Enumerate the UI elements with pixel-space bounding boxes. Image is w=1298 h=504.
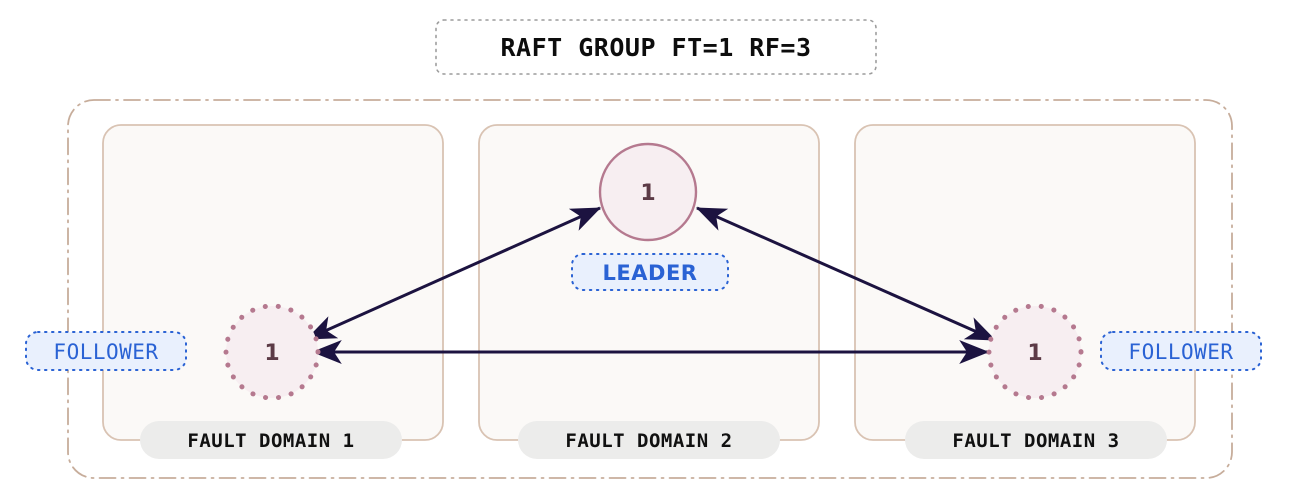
fault-domain-label-2: FAULT DOMAIN 2 xyxy=(518,421,780,459)
node-follower-1[interactable]: 1 xyxy=(223,303,321,401)
fault-domain-label-3-pill xyxy=(905,421,1167,459)
edge-leader-follower3 xyxy=(695,206,997,342)
role-badge-leader-box xyxy=(571,253,729,291)
diagram-title-box xyxy=(435,19,877,75)
node-follower-1-circle[interactable] xyxy=(223,303,321,401)
node-leader-circle[interactable] xyxy=(598,142,698,242)
node-follower-1-value: 1 xyxy=(264,341,279,366)
diagram-title: RAFT GROUP FT=1 RF=3 xyxy=(500,33,811,62)
fault-domain-label-1: FAULT DOMAIN 1 xyxy=(140,421,402,459)
role-badge-follower-left-box xyxy=(25,331,187,371)
raft-group-boundary xyxy=(67,99,1233,479)
fault-domain-label-3-text: FAULT DOMAIN 3 xyxy=(952,430,1119,452)
role-badge-follower-left: FOLLOWER xyxy=(25,331,187,371)
role-badge-follower-right-label: FOLLOWER xyxy=(1128,340,1233,364)
raft-connections xyxy=(305,206,997,364)
role-badge-leader: LEADER xyxy=(571,253,729,291)
role-badge-follower-right: FOLLOWER xyxy=(1100,331,1262,371)
fault-domain-label-2-text: FAULT DOMAIN 2 xyxy=(565,430,732,452)
fault-domain-label-2-pill xyxy=(518,421,780,459)
node-leader[interactable]: 1 xyxy=(598,142,698,242)
role-badge-follower-right-box xyxy=(1100,331,1262,371)
role-badge-leader-label: LEADER xyxy=(603,261,698,285)
fault-domain-label-1-text: FAULT DOMAIN 1 xyxy=(187,430,354,452)
node-leader-value: 1 xyxy=(640,181,655,206)
fault-domain-label-1-pill xyxy=(140,421,402,459)
diagram-title-group: RAFT GROUP FT=1 RF=3 xyxy=(435,19,877,75)
fault-domain-label-3: FAULT DOMAIN 3 xyxy=(905,421,1167,459)
role-badge-follower-left-label: FOLLOWER xyxy=(53,340,158,364)
node-follower-3[interactable]: 1 xyxy=(986,303,1084,401)
node-follower-3-value: 1 xyxy=(1027,341,1042,366)
node-follower-3-circle[interactable] xyxy=(986,303,1084,401)
edge-follower1-leader xyxy=(305,206,602,341)
